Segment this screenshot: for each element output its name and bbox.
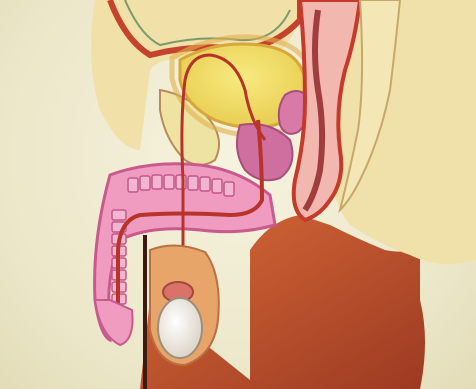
testis xyxy=(158,298,202,358)
glans xyxy=(95,300,133,345)
